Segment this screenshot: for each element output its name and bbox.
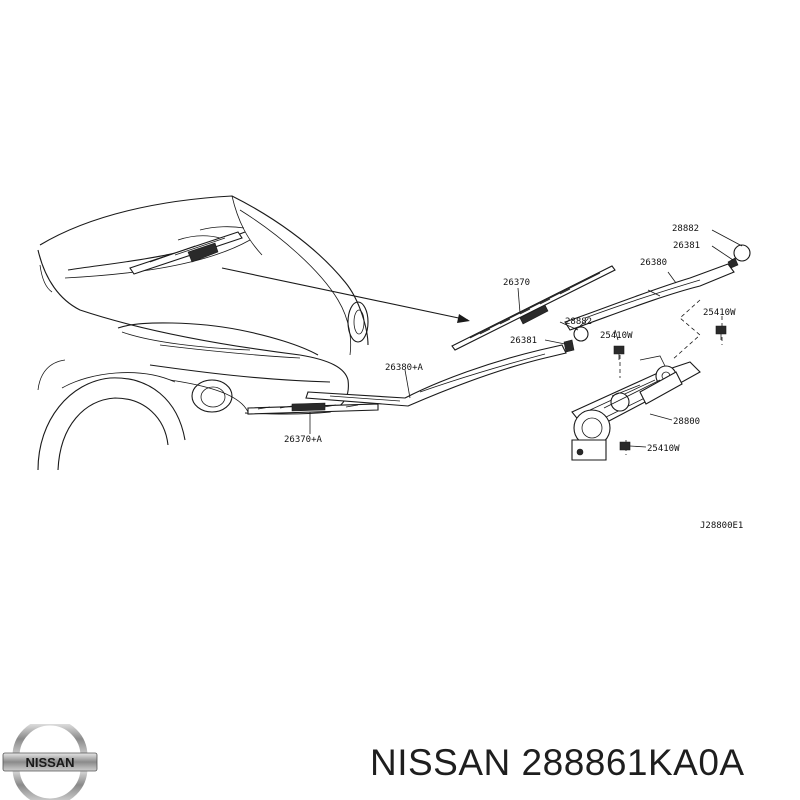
part-labels: 28882 26381 26370 26380 28882 25410W 263… (284, 224, 743, 531)
label-25410w-bottom: 25410W (647, 444, 680, 454)
label-26370: 26370 (503, 278, 530, 288)
reference-arrow (221, 267, 470, 323)
wiper-blade-26370a (247, 402, 379, 434)
label-25410w-right: 25410W (703, 308, 736, 318)
wiper-blade-26370 (451, 265, 616, 351)
wiper-linkage-28800 (571, 299, 727, 461)
label-ref-code: J28800E1 (700, 521, 743, 531)
logo-text: NISSAN (25, 755, 74, 770)
label-26381-mid: 26381 (510, 336, 537, 346)
part-number-caption: NISSAN 288861KA0A (370, 742, 745, 783)
wiper-arm-26380a (305, 321, 589, 407)
wiper-arm-26380 (564, 229, 751, 331)
label-26370a: 26370+A (284, 435, 323, 445)
label-28882-mid: 28882 (565, 317, 592, 327)
nissan-logo: NISSAN (2, 724, 98, 800)
label-28800: 28800 (673, 417, 700, 427)
label-26381-top: 26381 (673, 241, 700, 251)
car-outline (37, 195, 369, 471)
label-26380a: 26380+A (385, 363, 424, 373)
label-25410w-mid: 25410W (600, 331, 633, 341)
label-28882-top: 28882 (672, 224, 699, 234)
label-26380: 26380 (640, 258, 667, 268)
